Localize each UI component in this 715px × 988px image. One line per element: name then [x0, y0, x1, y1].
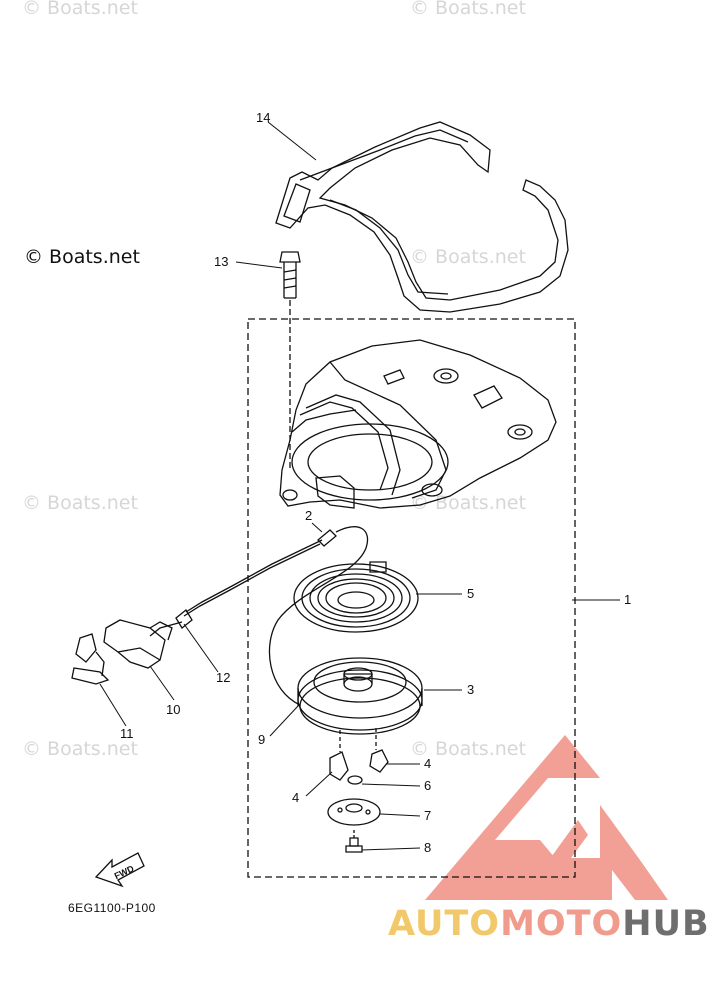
callout-7: 7: [424, 808, 431, 823]
brand-part-auto: AUTO: [388, 904, 501, 944]
brand-wordmark: AUTOMOTOHUB: [388, 904, 710, 944]
control-lever: [71, 619, 173, 685]
drive-pawls: [329, 728, 389, 781]
callout-1: 1: [624, 592, 631, 607]
callout-3: 3: [467, 682, 474, 697]
watermark: © Boats.net: [410, 492, 526, 514]
callout-8: 8: [424, 840, 431, 855]
callout-12: 12: [216, 670, 230, 685]
callout-13: 13: [214, 254, 228, 269]
starter-cable: [149, 526, 369, 706]
clip-spring: [347, 775, 363, 785]
watermark: © Boats.net: [22, 0, 138, 19]
drive-screw: [345, 830, 363, 853]
callout-11: 11: [120, 726, 134, 741]
callout-9: 9: [258, 732, 265, 747]
cover-seal: [275, 121, 569, 313]
drive-plate: [327, 798, 381, 826]
fwd-label: FWD: [113, 863, 136, 881]
sheave-drum: [297, 657, 423, 735]
starter-case: [279, 339, 557, 509]
callout-10: 10: [166, 702, 180, 717]
callout-5: 5: [467, 586, 474, 601]
brand-part-hub: HUB: [622, 904, 710, 944]
callout-4b: 4: [292, 790, 299, 805]
forward-arrow-icon: [94, 852, 145, 888]
watermark: © Boats.net: [22, 738, 138, 760]
callout-4: 4: [424, 756, 431, 771]
watermark: © Boats.net: [410, 738, 526, 760]
callout-6: 6: [424, 778, 431, 793]
copyright-text: © Boats.net: [24, 246, 140, 268]
bolt: [279, 251, 301, 470]
assembly-outline: [247, 318, 576, 878]
part-code: 6EG1100-P100: [68, 901, 156, 915]
watermark: © Boats.net: [410, 246, 526, 268]
brand-part-moto: MOTO: [500, 904, 623, 944]
callout-14: 14: [256, 110, 270, 125]
callout-2: 2: [305, 508, 312, 523]
watermark: © Boats.net: [410, 0, 526, 19]
spiral-spring: [293, 561, 419, 633]
watermark: © Boats.net: [22, 492, 138, 514]
